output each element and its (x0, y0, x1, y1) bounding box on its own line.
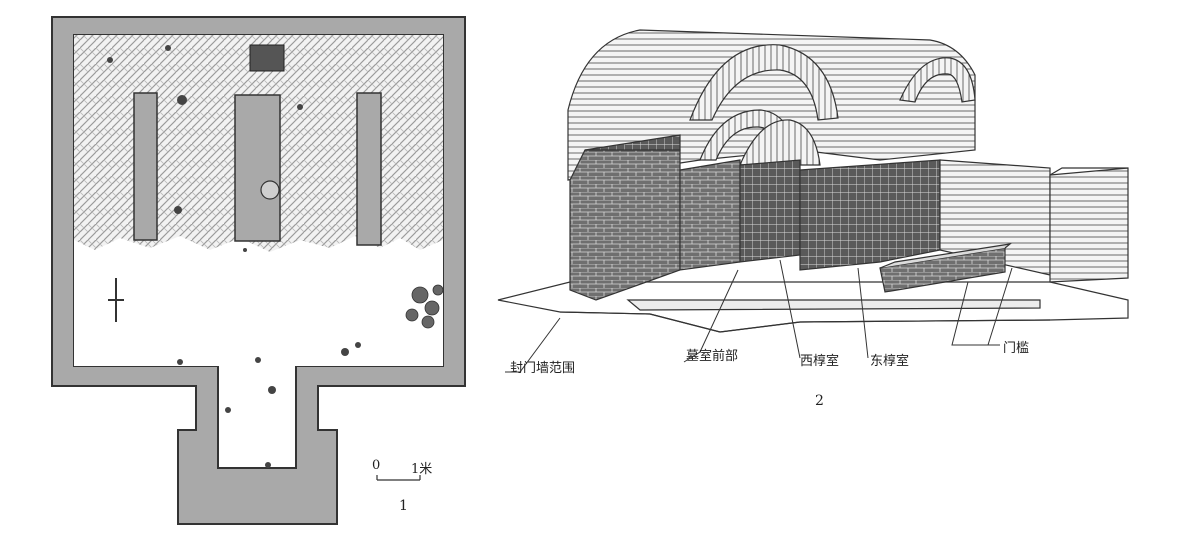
round-artifact (260, 180, 280, 200)
label-threshold: 门槛 (1003, 341, 1030, 356)
coffin-platform-east (356, 92, 382, 246)
west-wall-top (584, 134, 681, 151)
end-block (1049, 167, 1129, 283)
coffin-platform-west (133, 92, 158, 241)
center-pillar (679, 159, 741, 271)
east-wall-front (799, 159, 941, 271)
scattered-artifacts (107, 45, 361, 468)
scale-bar-zero: 0 (372, 458, 381, 473)
arch-right (899, 57, 976, 103)
tomb-cutaway (497, 29, 1129, 373)
scale-bar-end: 1米 (411, 462, 433, 477)
walkway (626, 299, 1041, 311)
door-threshold (879, 247, 1006, 293)
label-seal-wall: 封门墙范围 (510, 361, 576, 376)
figure-number-1: 1 (399, 498, 408, 514)
tomb-plan (51, 16, 466, 525)
arch-center (689, 44, 839, 121)
coffin-platform-center (234, 94, 281, 242)
label-chamber-front: 墓室前部 (686, 349, 739, 364)
sword-artifact (108, 278, 124, 322)
label-west-chamber: 西椁室 (800, 354, 840, 369)
west-wall-front (569, 149, 681, 301)
artifact-cluster (405, 284, 444, 329)
scale-bar (376, 475, 421, 481)
arch-inner-right (739, 119, 821, 166)
center-wall (739, 159, 801, 263)
artifact-box (249, 44, 285, 72)
label-east-chamber: 东椁室 (870, 354, 910, 369)
leader-lines (505, 259, 1013, 373)
figure-number-2: 2 (815, 393, 824, 409)
